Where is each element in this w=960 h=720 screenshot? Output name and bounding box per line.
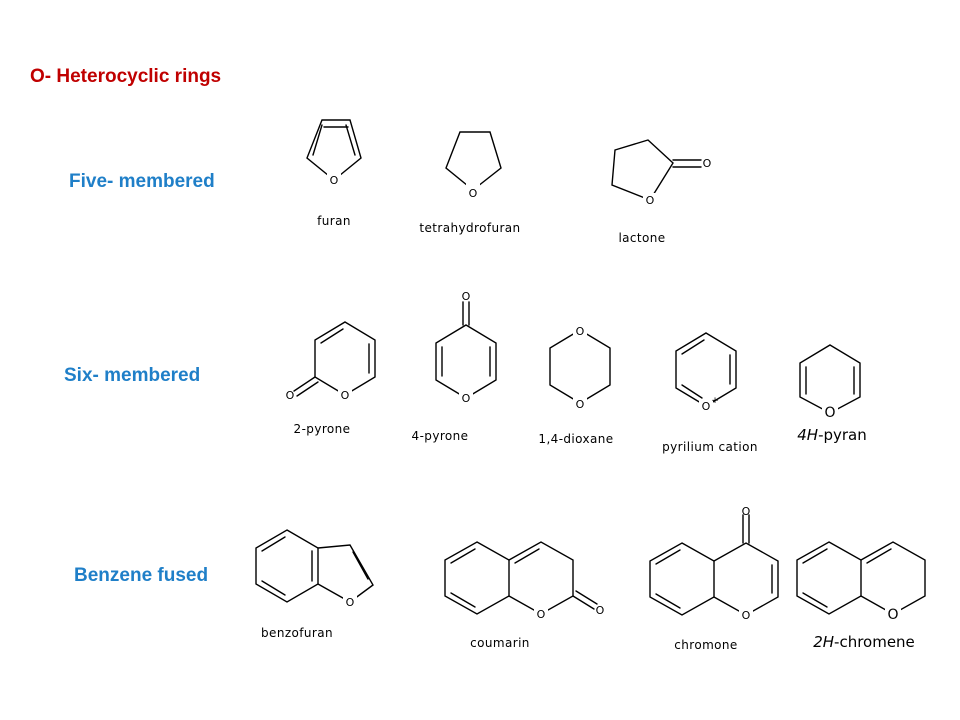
atom-label: O (824, 405, 835, 421)
2-pyrone-structure: O O 2-pyrone (286, 321, 376, 436)
atom-label: O (462, 290, 471, 303)
row-label-benzene-fused: Benzene fused (74, 565, 209, 586)
compound-name-pyrilium-cation: pyrilium cation (662, 440, 758, 454)
furan-structure: O furan (306, 119, 362, 228)
atom-label: O (742, 505, 751, 518)
pyrilium-cation-structure: O + pyrilium cation (662, 332, 758, 454)
atom-label: O (330, 174, 339, 187)
2h-chromene-structure: O 2H-chromene (796, 541, 926, 651)
atom-label: O (576, 398, 585, 411)
4h-pyran-structure: O 4H-pyran (797, 344, 867, 444)
atom-label: O (702, 400, 711, 413)
compound-name-2-pyrone: 2-pyrone (294, 422, 351, 436)
benzofuran-structure: O benzofuran (255, 529, 374, 640)
row-label-six-membered: Six- membered (64, 365, 201, 386)
atom-label: O (596, 604, 605, 617)
1-4-dioxane-structure: O O 1,4-dioxane (538, 323, 613, 446)
compound-name-coumarin: coumarin (470, 636, 530, 650)
atom-label: O (286, 389, 295, 402)
compound-name-benzofuran: benzofuran (261, 626, 333, 640)
compound-name-chromone: chromone (674, 638, 737, 652)
compound-name-furan: furan (317, 214, 351, 228)
compound-name-4-pyrone: 4-pyrone (412, 429, 469, 443)
compound-name-2h-chromene: 2H-chromene (813, 633, 915, 651)
atom-label: O (742, 609, 751, 622)
compound-name-lactone: lactone (618, 231, 665, 245)
tetrahydrofuran-structure: O tetrahydrofuran (419, 131, 520, 235)
atom-label: O (462, 392, 471, 405)
compound-name-tetrahydrofuran: tetrahydrofuran (419, 221, 520, 235)
charge-label: + (711, 396, 719, 406)
page-title: O- Heterocyclic rings (30, 66, 222, 87)
atom-label: O (576, 325, 585, 338)
chromone-structure: O O chromone (649, 505, 779, 652)
atom-label: O (887, 607, 898, 623)
coumarin-structure: O O coumarin (444, 541, 605, 650)
atom-label: O (469, 187, 478, 200)
compound-name-4h-pyran: 4H-pyran (797, 426, 867, 444)
compound-name-1-4-dioxane: 1,4-dioxane (538, 432, 613, 446)
atom-label: O (341, 389, 350, 402)
lactone-structure: O O lactone (611, 139, 712, 245)
4-pyrone-structure: O O 4-pyrone (412, 290, 497, 443)
row-label-five-membered: Five- membered (69, 171, 215, 192)
atom-label: O (646, 194, 655, 207)
atom-label: O (703, 157, 712, 170)
atom-label: O (537, 608, 546, 621)
atom-label: O (346, 596, 355, 609)
